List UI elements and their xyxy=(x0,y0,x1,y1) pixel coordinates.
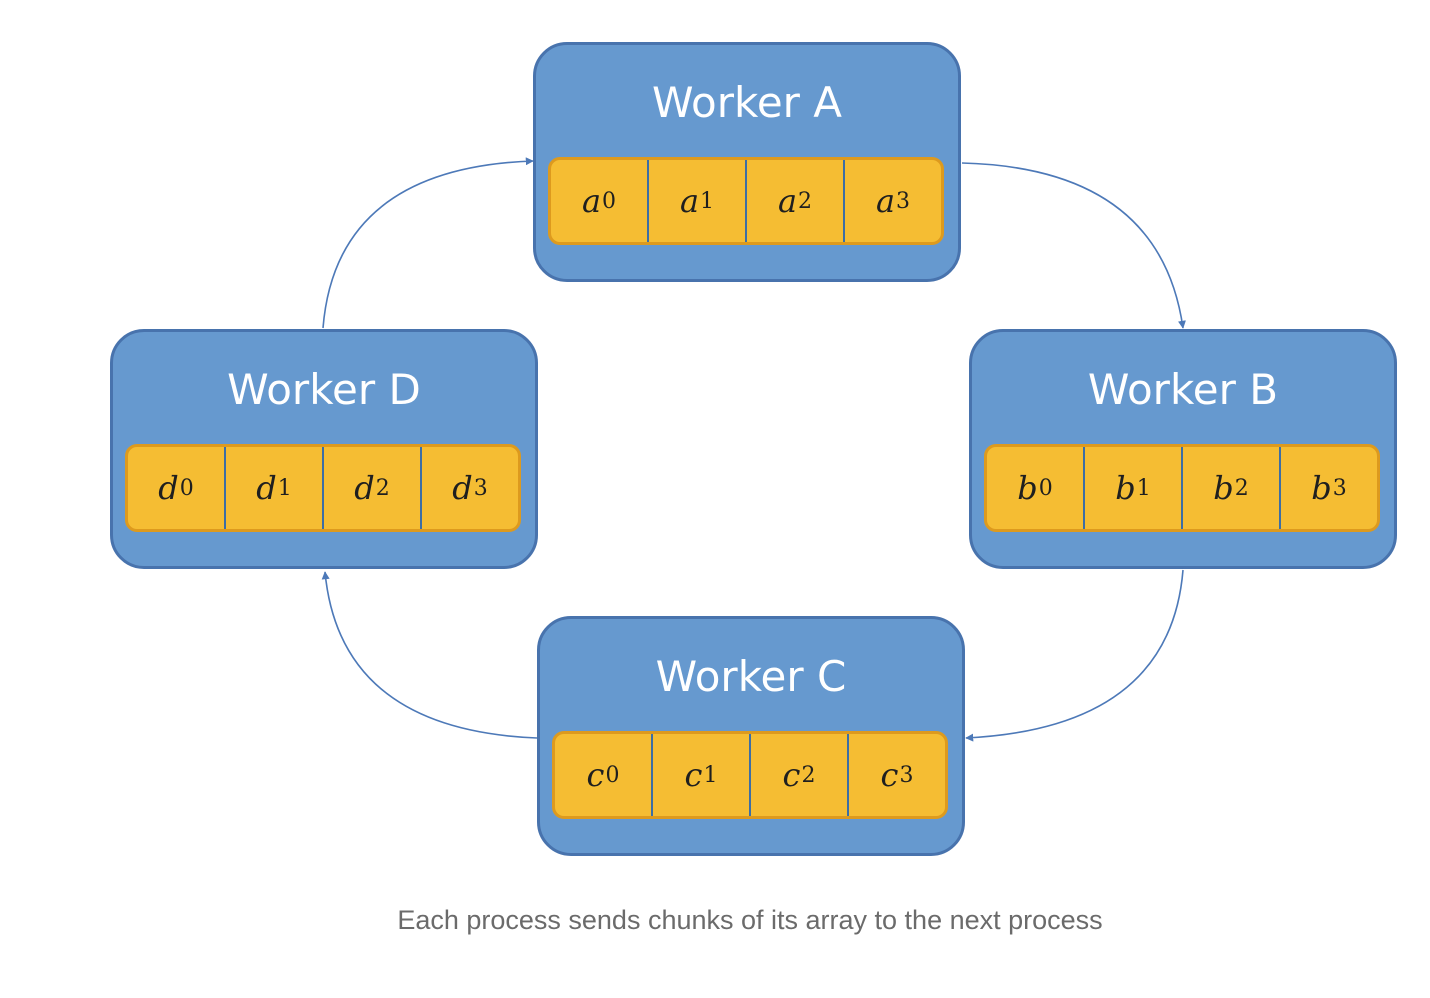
arrow-c-to-d xyxy=(321,571,538,739)
arrow-b-to-c xyxy=(965,569,1184,742)
worker-b-title: Worker B xyxy=(1087,365,1279,414)
worker-d-title: Worker D xyxy=(227,365,421,414)
worker-a-title: Worker A xyxy=(651,78,843,127)
arrow-d-to-a xyxy=(322,157,534,329)
arrow-a-to-b xyxy=(961,162,1186,329)
figure-caption: Each process sends chunks of its array t… xyxy=(397,905,1103,935)
worker-c-title: Worker C xyxy=(655,652,847,701)
